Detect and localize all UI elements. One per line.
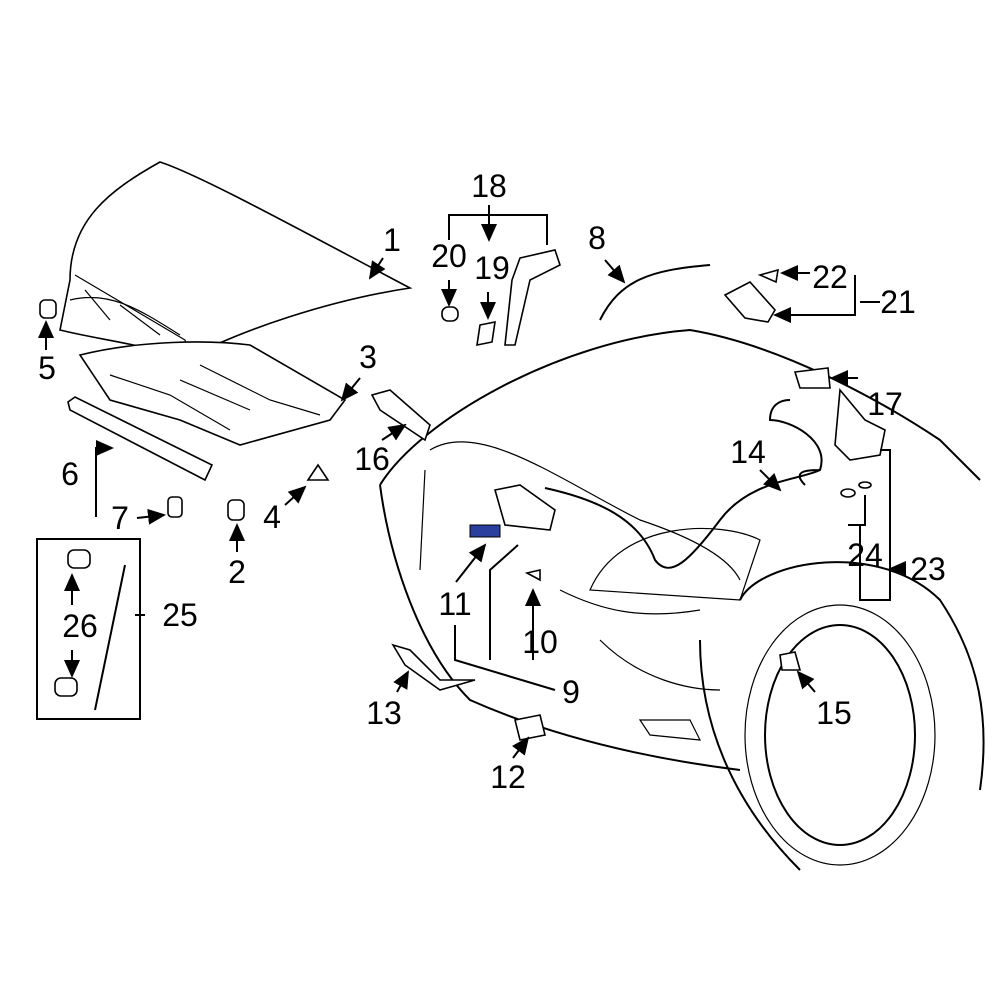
callout-12[interactable]: 12 (490, 759, 526, 795)
callout-9[interactable]: 9 (562, 674, 580, 710)
hood-strut (94, 564, 126, 711)
gas-strut-box (36, 538, 141, 720)
callout-16[interactable]: 16 (354, 441, 390, 477)
callout-8[interactable]: 8 (588, 220, 606, 256)
callout-3[interactable]: 3 (359, 339, 377, 375)
callout-21[interactable]: 21 (880, 284, 916, 320)
callout-4[interactable]: 4 (263, 499, 281, 535)
callout-26[interactable]: 26 (62, 608, 98, 644)
leader-lines (38, 205, 905, 759)
callout-10[interactable]: 10 (522, 624, 558, 660)
callout-18[interactable]: 18 (471, 168, 507, 204)
callout-17[interactable]: 17 (867, 386, 903, 422)
callout-19[interactable]: 19 (474, 250, 510, 286)
hood-insulator (78, 341, 347, 446)
callout-20[interactable]: 20 (431, 238, 467, 274)
callout-22[interactable]: 22 (812, 259, 848, 295)
callout-11[interactable]: 11 (438, 586, 472, 622)
callout-15[interactable]: 15 (816, 695, 852, 731)
callout-23[interactable]: 23 (910, 551, 946, 587)
hood-seal (67, 396, 214, 482)
release-cable (544, 399, 823, 569)
highlighted-part-11 (469, 524, 501, 538)
hood (59, 161, 413, 361)
vehicle-outline (379, 328, 985, 871)
callout-7[interactable]: 7 (111, 500, 129, 536)
callout-6[interactable]: 6 (61, 456, 79, 492)
callout-14[interactable]: 14 (730, 434, 766, 470)
callout-5[interactable]: 5 (38, 350, 56, 386)
callout-25[interactable]: 25 (162, 597, 198, 633)
callout-1[interactable]: 1 (383, 222, 401, 258)
weatherstrip (599, 264, 711, 321)
callout-13[interactable]: 13 (366, 695, 402, 731)
callout-2[interactable]: 2 (228, 554, 246, 590)
callout-24[interactable]: 24 (847, 537, 883, 573)
